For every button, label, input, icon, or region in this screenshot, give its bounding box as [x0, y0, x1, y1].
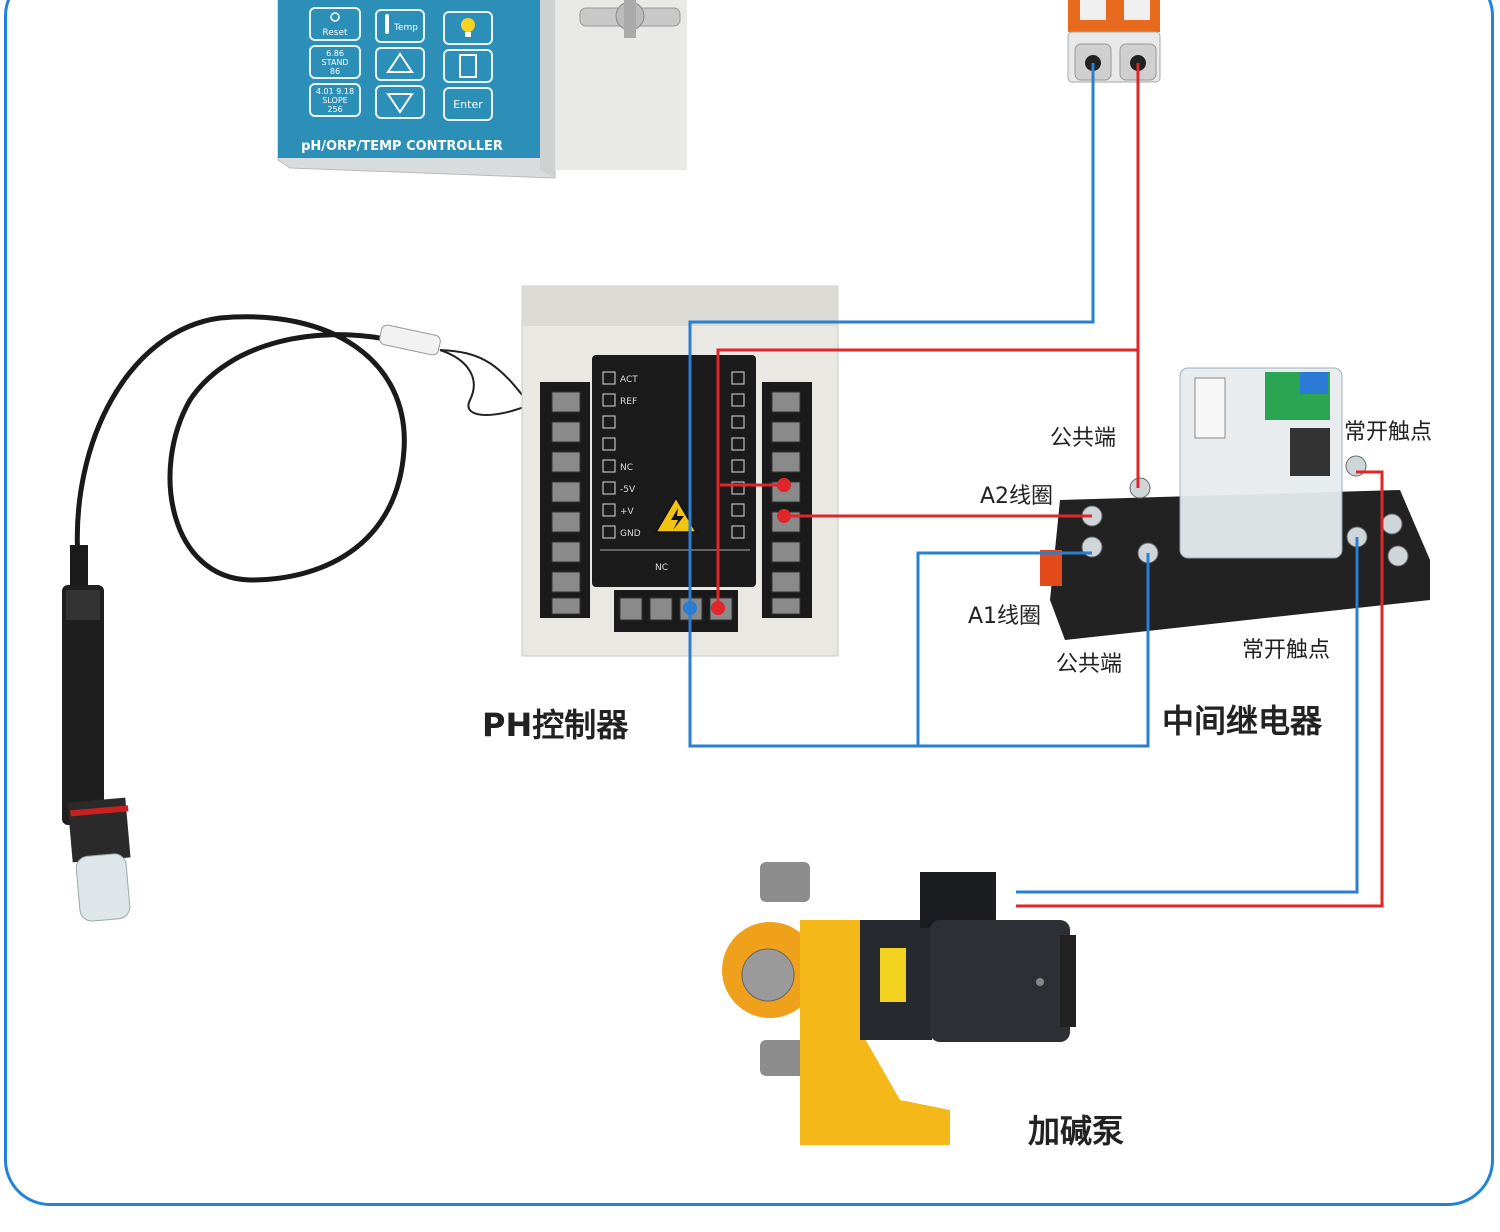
key-stand[interactable]: 6.86 STAND 86: [309, 45, 361, 79]
arrow-up-icon: [386, 52, 414, 73]
terminal-label-act: ACT: [620, 375, 638, 385]
lightning-warning-icon: [654, 496, 698, 533]
left-terminal-block: [540, 382, 590, 618]
wire-red-to-controller: [716, 348, 1138, 608]
key-reset[interactable]: Reset: [309, 7, 361, 41]
key-document[interactable]: [443, 49, 493, 83]
wire-red-to-pump: [1016, 470, 1384, 908]
wire-dots: [683, 478, 791, 615]
relay-label-common-top: 公共端: [1050, 426, 1117, 451]
wires: [688, 63, 1384, 908]
key-temp[interactable]: Temp: [375, 9, 425, 43]
key-up[interactable]: [375, 47, 425, 81]
wire-blue-to-pump: [1016, 537, 1359, 894]
relay-label-a1-coil: A1线圈: [968, 604, 1042, 629]
right-terminal-block: [762, 382, 812, 618]
lightbulb-icon: [461, 18, 475, 32]
terminal-label-pos-v: +V: [620, 507, 635, 517]
key-light[interactable]: [443, 11, 493, 45]
key-slope-line1: 4.01 9.18: [316, 87, 354, 96]
terminal-label-nc: NC: [620, 463, 633, 473]
key-enter-label: Enter: [453, 98, 483, 111]
key-down[interactable]: [375, 85, 425, 119]
wire-blue-a1-coil: [916, 551, 1092, 746]
wire-blue-breaker-to-controller: [688, 63, 1150, 748]
thermometer-icon: [385, 14, 389, 34]
controller-side-knob: [579, 0, 681, 38]
relay-title: 中间继电器: [1162, 702, 1323, 740]
relay-label-no-contact-bottom: 常开触点: [1242, 638, 1331, 663]
terminal-label-gnd: GND: [620, 529, 641, 539]
key-slope-line3: 256: [327, 105, 342, 114]
relay-label-common-bottom: 公共端: [1056, 652, 1123, 677]
key-slope-line2: SLOPE: [322, 96, 347, 105]
key-enter[interactable]: Enter: [443, 87, 493, 121]
relay-label-no-contact-top: 常开触点: [1344, 420, 1433, 445]
key-temp-label: Temp: [393, 23, 418, 33]
ph-controller-title: PH控制器: [482, 706, 629, 744]
terminal-label-bottom-nc: NC: [655, 563, 668, 573]
dosing-pump: [722, 862, 1076, 1145]
key-stand-line2: STAND: [322, 58, 349, 67]
controller-model-label: pH/ORP/TEMP CONTROLLER: [301, 139, 503, 154]
relay-module: [1040, 367, 1430, 640]
key-slope[interactable]: 4.01 9.18 SLOPE 256: [309, 83, 361, 117]
pump-title: 加碱泵: [1028, 1112, 1125, 1150]
controller-front-panel: Reset Temp 6.86 STAND 86: [277, 0, 687, 179]
center-terminal-labels: ACT REF NC -5V +V GND: [600, 371, 750, 573]
arrow-down-icon: [386, 93, 414, 114]
circuit-breaker: [1067, 0, 1161, 83]
bottom-terminal-block: [614, 590, 738, 632]
key-stand-line3: 86: [330, 67, 340, 76]
ph-probe: [62, 314, 541, 922]
key-stand-line1: 6.86: [326, 49, 344, 58]
terminal-label-neg5v: -5V: [620, 485, 636, 495]
relay-label-a2-coil: A2线圈: [980, 484, 1054, 509]
ph-controller-back: ACT REF NC -5V +V GND: [521, 285, 839, 657]
terminal-label-ref: REF: [620, 397, 637, 407]
diagram-frame: [4, 0, 1494, 1206]
document-icon: [459, 54, 477, 78]
key-reset-label: Reset: [322, 28, 348, 38]
